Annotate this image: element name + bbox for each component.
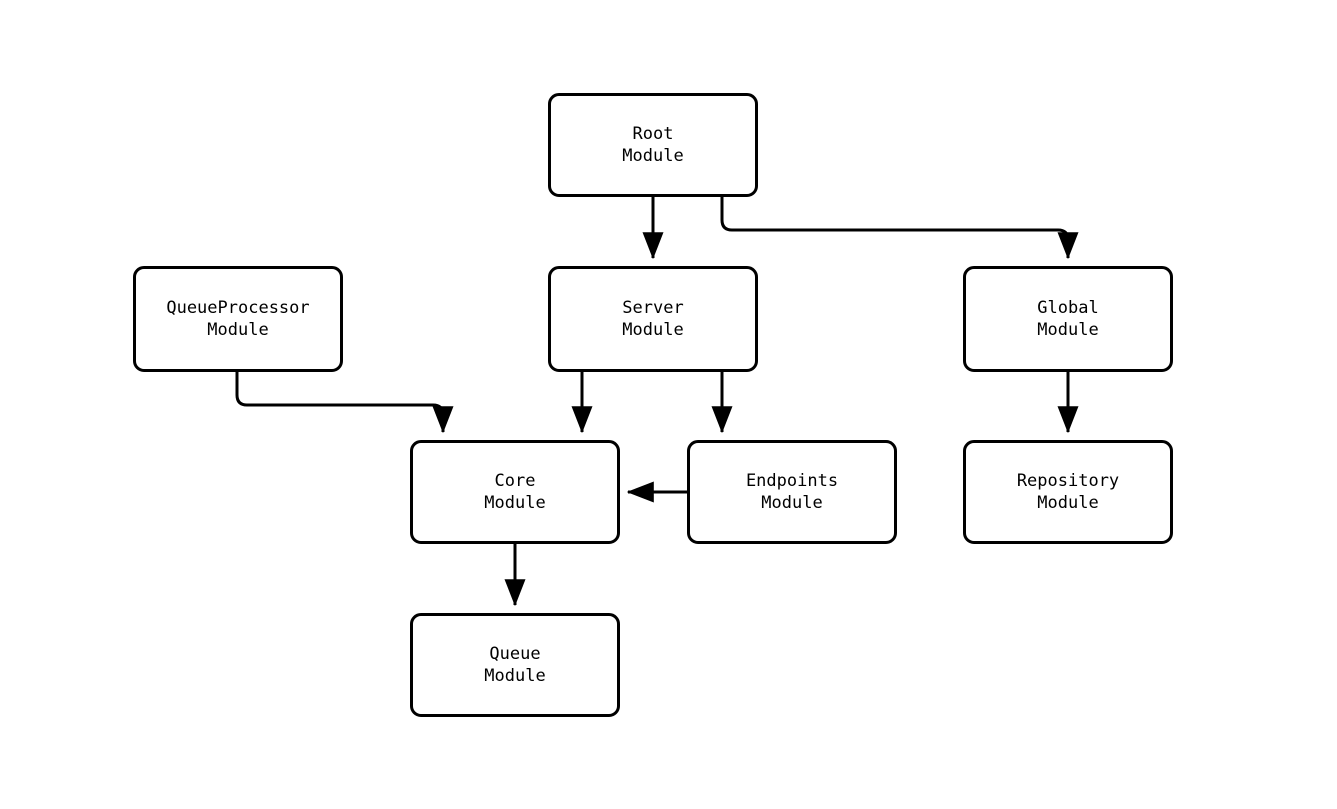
node-queueprocessor-module-label: QueueProcessor Module xyxy=(166,298,310,340)
node-endpoints-module-label: Endpoints Module xyxy=(745,471,839,513)
node-global-module[interactable]: Global Module xyxy=(963,266,1173,372)
node-endpoints-module[interactable]: Endpoints Module xyxy=(687,440,897,544)
node-repository-module[interactable]: Repository Module xyxy=(963,440,1173,544)
edge-queueprocessor-to-core xyxy=(235,372,454,434)
node-repository-module-label: Repository Module xyxy=(1016,471,1120,513)
node-root-module-label: Root Module xyxy=(622,124,684,166)
node-global-module-label: Global Module xyxy=(1037,298,1099,340)
node-queueprocessor-module[interactable]: QueueProcessor Module xyxy=(133,266,343,372)
node-server-module[interactable]: Server Module xyxy=(548,266,758,372)
node-queue-module[interactable]: Queue Module xyxy=(410,613,620,717)
node-server-module-label: Server Module xyxy=(622,298,684,340)
node-core-module-label: Core Module xyxy=(484,471,546,513)
edge-root-to-global xyxy=(720,197,1079,260)
node-core-module[interactable]: Core Module xyxy=(410,440,620,544)
node-root-module[interactable]: Root Module xyxy=(548,93,758,197)
node-queue-module-label: Queue Module xyxy=(484,644,546,686)
